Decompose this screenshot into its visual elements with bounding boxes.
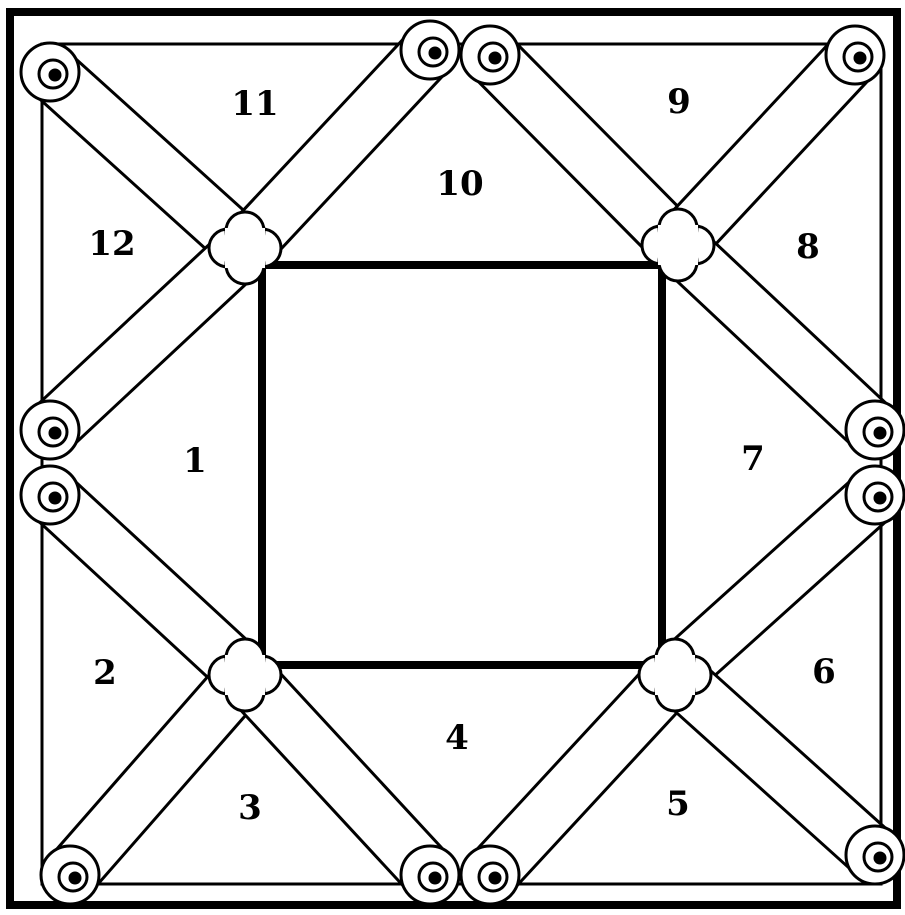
curl-2 — [401, 21, 459, 79]
region-label-8: 8 — [796, 227, 820, 267]
region-label-1: 1 — [183, 441, 207, 481]
curl-11 — [846, 466, 904, 524]
region-label-3: 3 — [238, 788, 262, 828]
region-label-4: 4 — [445, 718, 469, 758]
region-label-9: 9 — [667, 82, 691, 122]
region-label-10: 10 — [436, 164, 483, 204]
curl-9 — [401, 846, 459, 904]
curl-8 — [41, 846, 99, 904]
curl-5 — [826, 26, 884, 84]
center-square — [262, 265, 662, 665]
region-label-5: 5 — [666, 784, 690, 824]
curl-4 — [461, 26, 519, 84]
curl-12 — [846, 826, 904, 884]
region-label-2: 2 — [93, 653, 117, 693]
region-label-7: 7 — [741, 439, 765, 479]
curl-6 — [846, 401, 904, 459]
curl-1 — [21, 43, 79, 101]
region-label-11: 11 — [231, 84, 278, 124]
curl-3 — [21, 401, 79, 459]
region-label-12: 12 — [88, 224, 135, 264]
region-label-6: 6 — [812, 652, 836, 692]
curl-7 — [21, 466, 79, 524]
curl-10 — [461, 846, 519, 904]
